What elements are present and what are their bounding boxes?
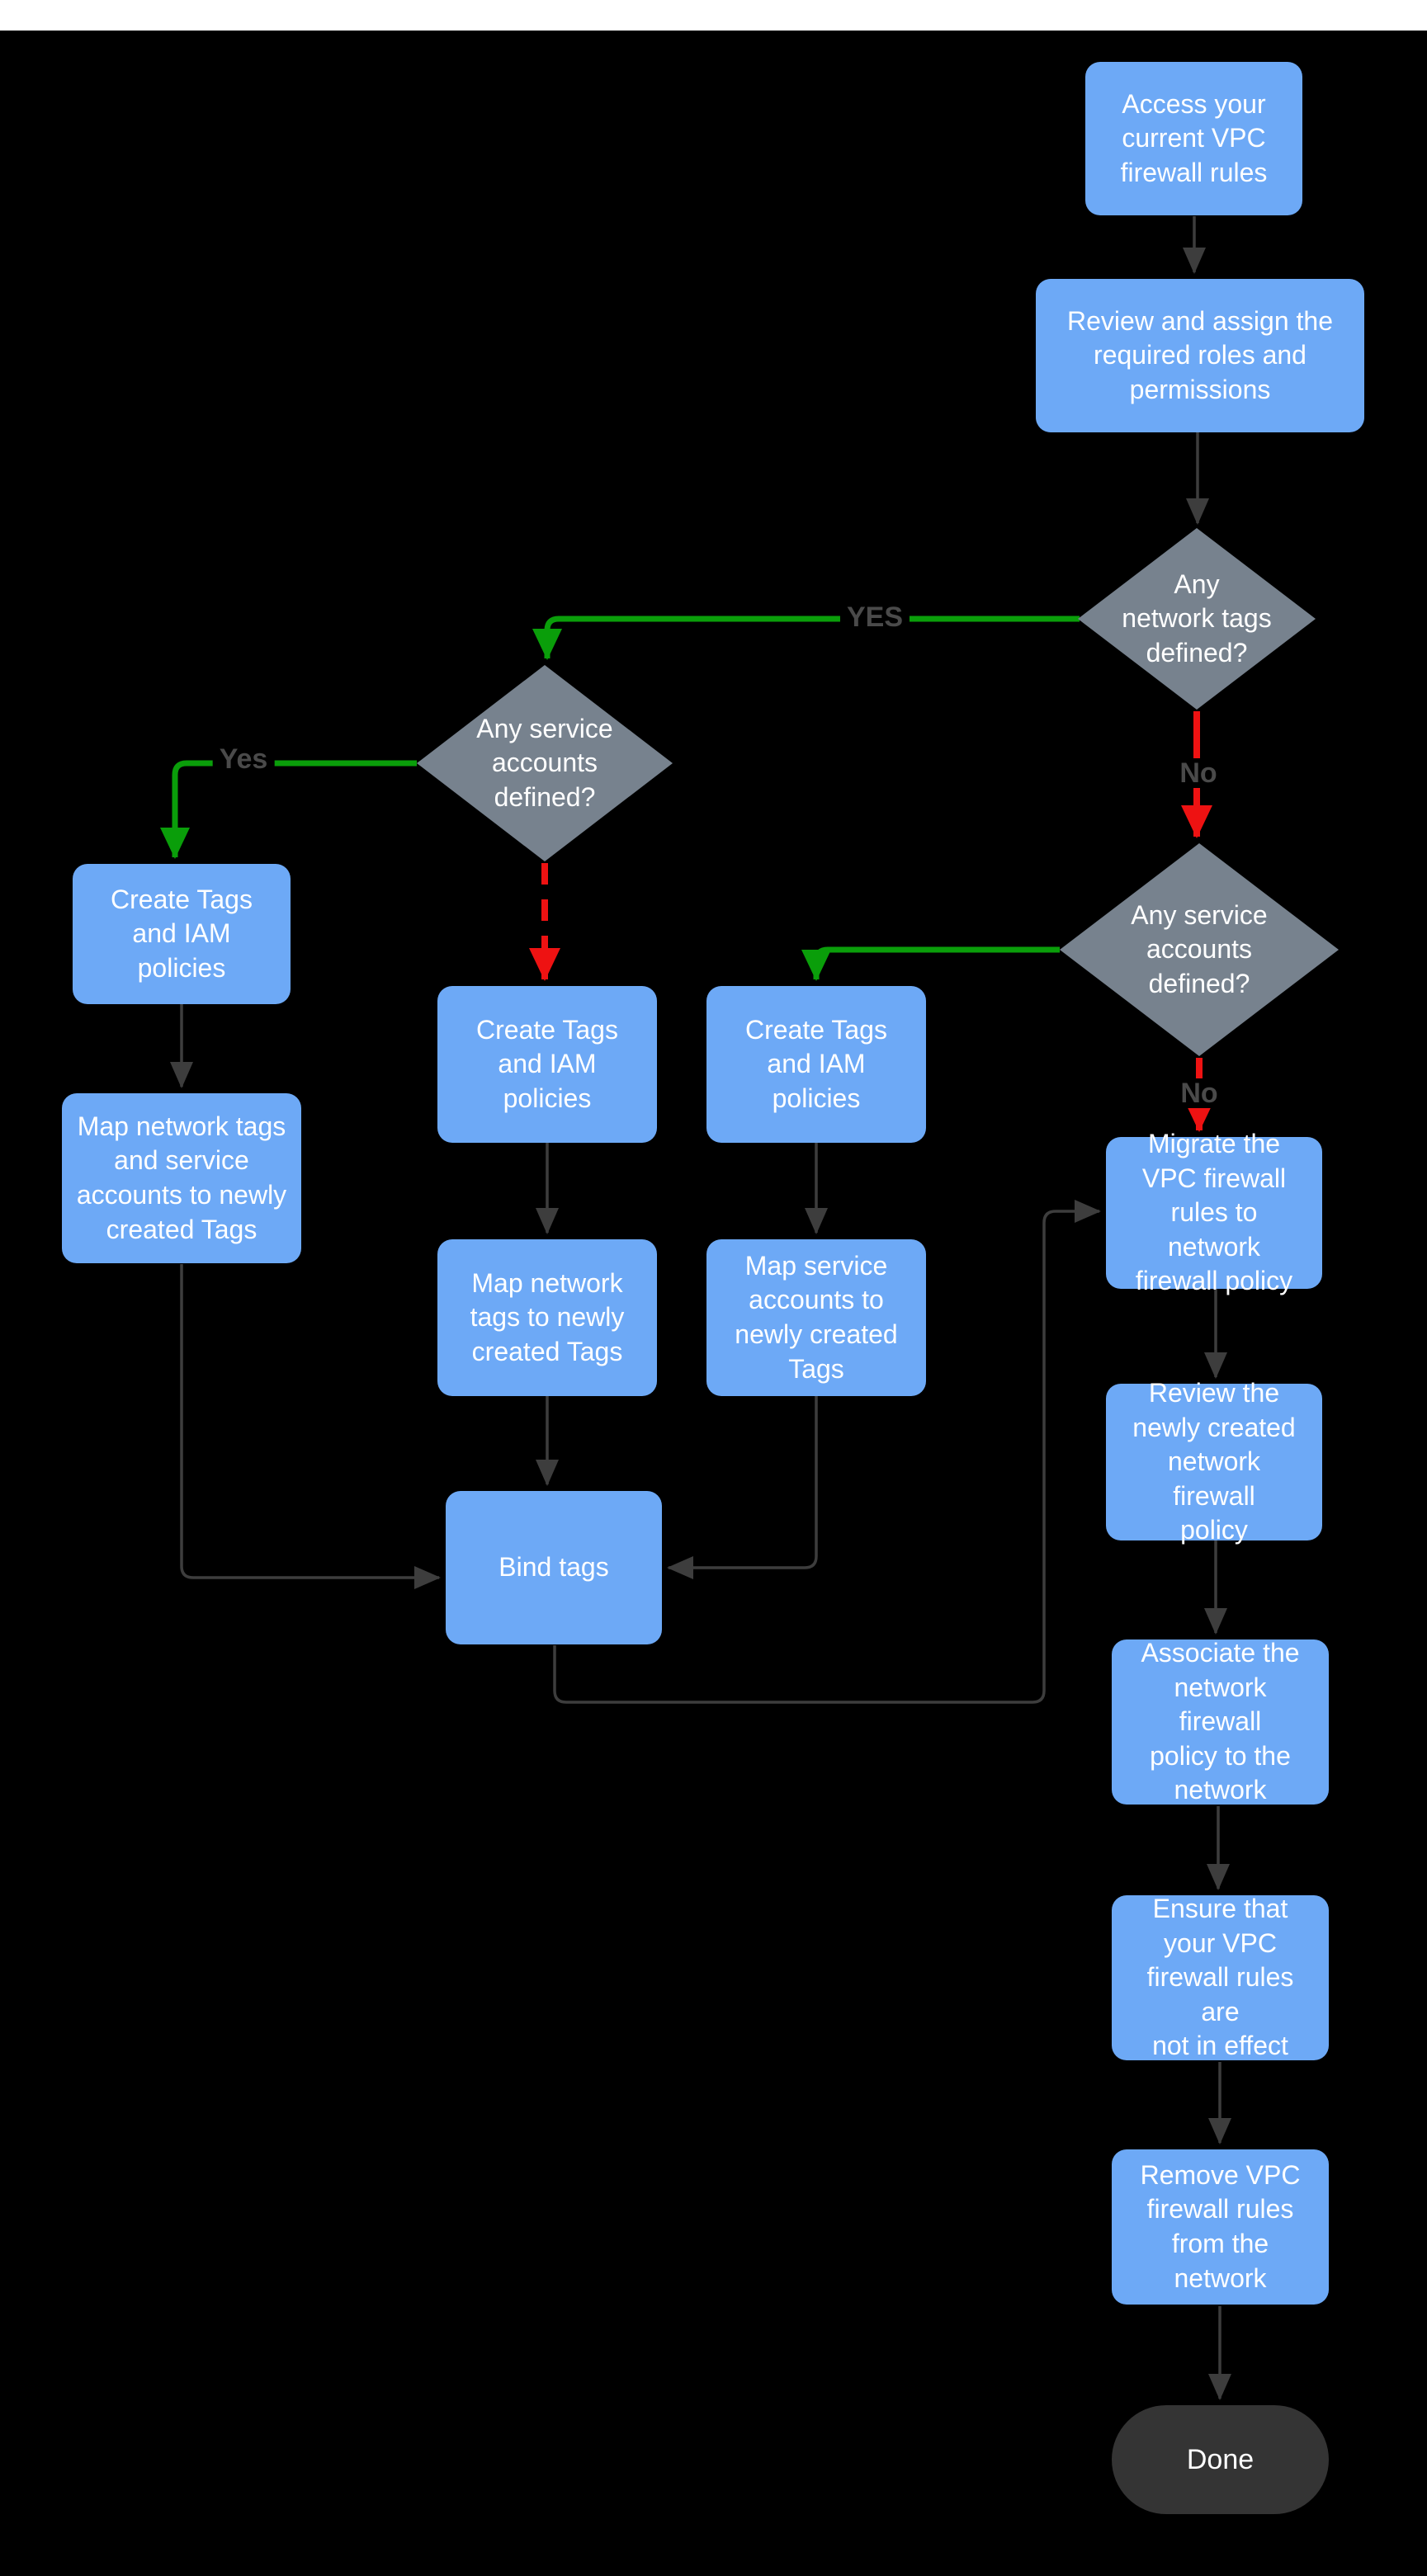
node-create-tags-right: Create Tags and IAM policies	[706, 986, 926, 1143]
node-done: Done	[1112, 2405, 1329, 2514]
node-associate-policy: Associate the network firewall policy to…	[1112, 1638, 1329, 1805]
node-map-tags-and-accounts: Map network tags and service accounts to…	[62, 1093, 301, 1263]
node-create-tags-left: Create Tags and IAM policies	[73, 864, 291, 1004]
node-remove-rules: Remove VPC firewall rules from the netwo…	[1112, 2149, 1329, 2305]
edge-map-both-to-bind	[180, 1264, 441, 1589]
node-create-tags-mid: Create Tags and IAM policies	[437, 986, 657, 1143]
node-access-vpc-rules: Access your current VPC firewall rules	[1085, 62, 1302, 215]
node-migrate-rules: Migrate the VPC firewall rules to networ…	[1106, 1129, 1322, 1295]
label-service-accounts-no: No	[1174, 1078, 1225, 1108]
node-bind-tags: Bind tags	[446, 1491, 662, 1644]
label-network-tags-yes: YES	[839, 602, 910, 632]
top-white-strip	[0, 0, 1427, 31]
node-map-service-accounts: Map service accounts to newly created Ta…	[706, 1239, 926, 1396]
node-review-roles: Review and assign the required roles and…	[1036, 279, 1364, 432]
edge-service-accounts-right-yes	[801, 946, 1060, 981]
edge-service-accounts-left-yes	[160, 760, 417, 859]
node-review-policy: Review the newly created network firewal…	[1106, 1378, 1322, 1545]
edge-network-tags-yes	[532, 616, 1080, 660]
label-service-accounts-yes: Yes	[212, 744, 275, 774]
node-map-network-tags: Map network tags to newly created Tags	[437, 1239, 657, 1396]
label-network-tags-no: No	[1173, 758, 1224, 788]
edge-bind-to-migrate	[553, 1200, 1101, 1704]
node-ensure-not-in-effect: Ensure that your VPC firewall rules are …	[1112, 1894, 1329, 2060]
edge-map-service-to-bind	[667, 1396, 818, 1579]
